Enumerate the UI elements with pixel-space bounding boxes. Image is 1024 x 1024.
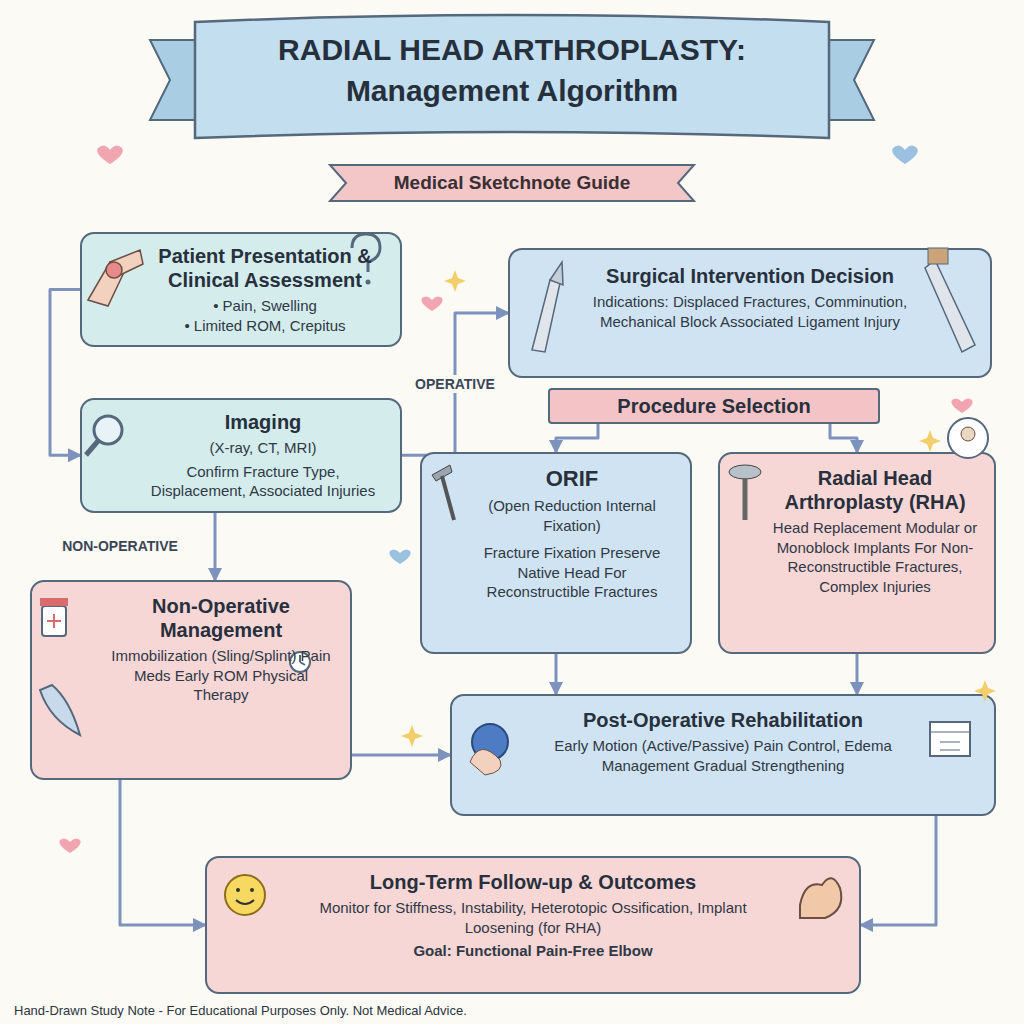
node-heading: Radial Head Arthroplasty (RHA) [768,466,982,514]
node-heading: Patient Presentation & Clinical Assessme… [144,244,386,292]
pill-bottle-icon [40,598,68,636]
subtitle-ribbon-text: Medical Sketchnote Guide [346,172,678,194]
node-body: (Open Reduction Internal Fixation) [466,496,678,535]
followup-box: Long-Term Follow-up & OutcomesMonitor fo… [205,856,861,994]
calendar-icon [930,722,970,756]
node-body: Early Motion (Active/Passive) Pain Contr… [532,736,914,775]
banner-tail [824,40,874,120]
title-banner [195,15,829,138]
node-body: Immobilization (Sling/Splint) Pain Meds … [106,646,336,705]
flow-arrow [352,754,450,757]
magnifier-icon [86,416,122,455]
decor-hearts [59,145,972,853]
node-body: Head Replacement Modular or Monoblock Im… [768,518,982,596]
smiley-icon [225,875,265,915]
flow-arrow [214,513,217,581]
question-mark-icon [366,280,371,285]
nonoperative-box: Non-Operative ManagementImmobilization (… [30,580,352,780]
orif-box: ORIF (Open Reduction Internal Fixation) Fr… [420,452,692,654]
question-mark-icon [352,234,380,272]
node-body: (X-ray, CT, MRI) [140,438,386,458]
decision-box: Surgical Intervention DecisionIndication… [508,248,992,378]
node-body: Goal: Functional Pain-Free Elbow [289,941,777,961]
banner-tail [150,40,200,120]
node-heading: Post-Operative Rehabilitation [532,708,914,732]
procedure-ribbon: Procedure Selection [548,388,880,424]
sling-icon [40,685,80,735]
flow-arrow [402,313,508,455]
implant-icon [729,465,761,520]
node-body: Confirm Fracture Type, Displacement, Ass… [140,462,386,501]
node-heading: Non-Operative Management [106,594,336,642]
edge-label: OPERATIVE [411,375,499,393]
flow-arrow [50,290,80,456]
saw-icon [925,248,975,352]
rehab-box: Post-Operative RehabilitationEarly Motio… [450,694,996,816]
flow-arrow [861,816,936,925]
diagram-title: RADIAL HEAD ARTHROPLASTY: Management Alg… [200,30,824,111]
node-heading: Surgical Intervention Decision [574,264,926,288]
flow-arrow [830,424,857,452]
subtitle-ribbon-shape [330,165,694,201]
imaging-box: Imaging (X-ray, CT, MRI) Confirm Fracture … [80,398,402,513]
edge-label: NON-OPERATIVE [58,537,182,555]
node-heading: ORIF [466,466,678,492]
clock-icon [290,652,310,672]
scalpel-icon [532,262,563,352]
flow-arrow [555,654,558,694]
node-body: Fracture Fixation Preserve Native Head F… [466,543,678,602]
screw-icon [432,465,454,520]
decor-stars [401,270,996,747]
flow-arrow [120,780,205,925]
node-body: • Limited ROM, Crepitus [144,316,386,336]
rha-box: Radial Head Arthroplasty (RHA)Head Repla… [718,452,996,654]
node-body: Indications: Displaced Fractures, Commin… [574,292,926,331]
bicep-icon [800,878,841,918]
flow-arrow [856,654,859,694]
caption-note: Hand-Drawn Study Note - For Educational … [14,1003,467,1018]
hand-ball-icon [470,724,508,775]
speech-bubble-icon [948,418,988,458]
node-body: Monitor for Stiffness, Instability, Hete… [289,898,777,937]
node-heading: Imaging [140,410,386,434]
flow-arrow [556,424,598,452]
node-heading: Long-Term Follow-up & Outcomes [289,870,777,894]
node-body: • Pain, Swelling [144,296,386,316]
elbow-icon [88,250,143,306]
assessment-box: Patient Presentation & Clinical Assessme… [80,232,402,347]
node-heading: Procedure Selection [558,394,870,418]
